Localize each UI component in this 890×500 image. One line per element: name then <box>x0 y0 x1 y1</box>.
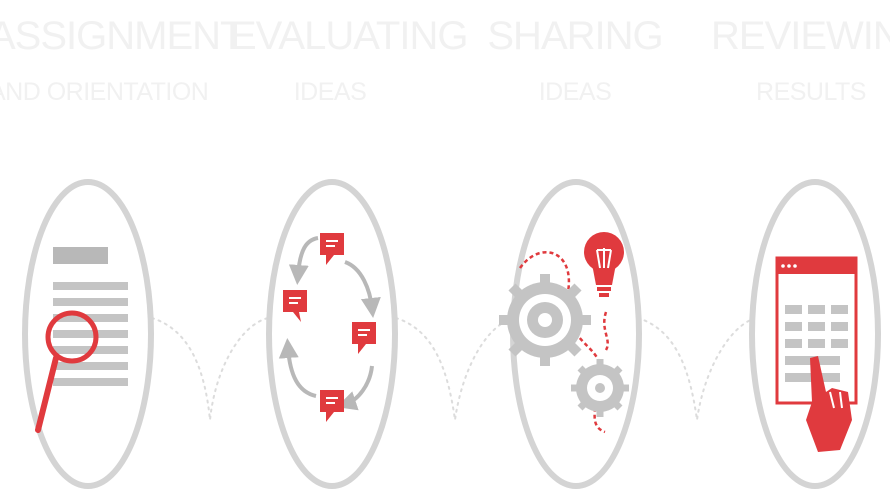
connector-2-3 <box>395 317 515 421</box>
chat-bubble <box>283 290 307 322</box>
chat-cycle-icon <box>278 233 381 422</box>
step-4-subtitle: RESULTS <box>756 78 866 106</box>
connector-lines <box>151 317 757 421</box>
step-4-title: REVIEWING <box>711 14 890 58</box>
step-3-title: SHARING <box>487 14 663 58</box>
gears-lightbulb-icon <box>499 232 629 434</box>
chat-bubble <box>320 390 344 422</box>
magnifier-document-icon <box>35 247 128 433</box>
chat-bubble <box>320 233 344 265</box>
step-2-title: EVALUATING <box>230 14 468 58</box>
large-gear-icon <box>499 274 591 366</box>
step-2-subtitle: IDEAS <box>293 78 367 106</box>
step-2-ring <box>266 179 398 489</box>
lightbulb-icon <box>584 232 624 297</box>
pointing-hand-icon <box>806 356 852 452</box>
step-1-subtitle: AND ORIENTATION <box>0 78 209 106</box>
connector-3-4 <box>637 317 757 421</box>
browser-click-icon <box>775 256 858 452</box>
small-gear-icon <box>571 359 629 417</box>
step-3-subtitle: IDEAS <box>538 78 612 106</box>
connector-1-2 <box>151 317 269 421</box>
chat-bubble <box>352 322 376 354</box>
